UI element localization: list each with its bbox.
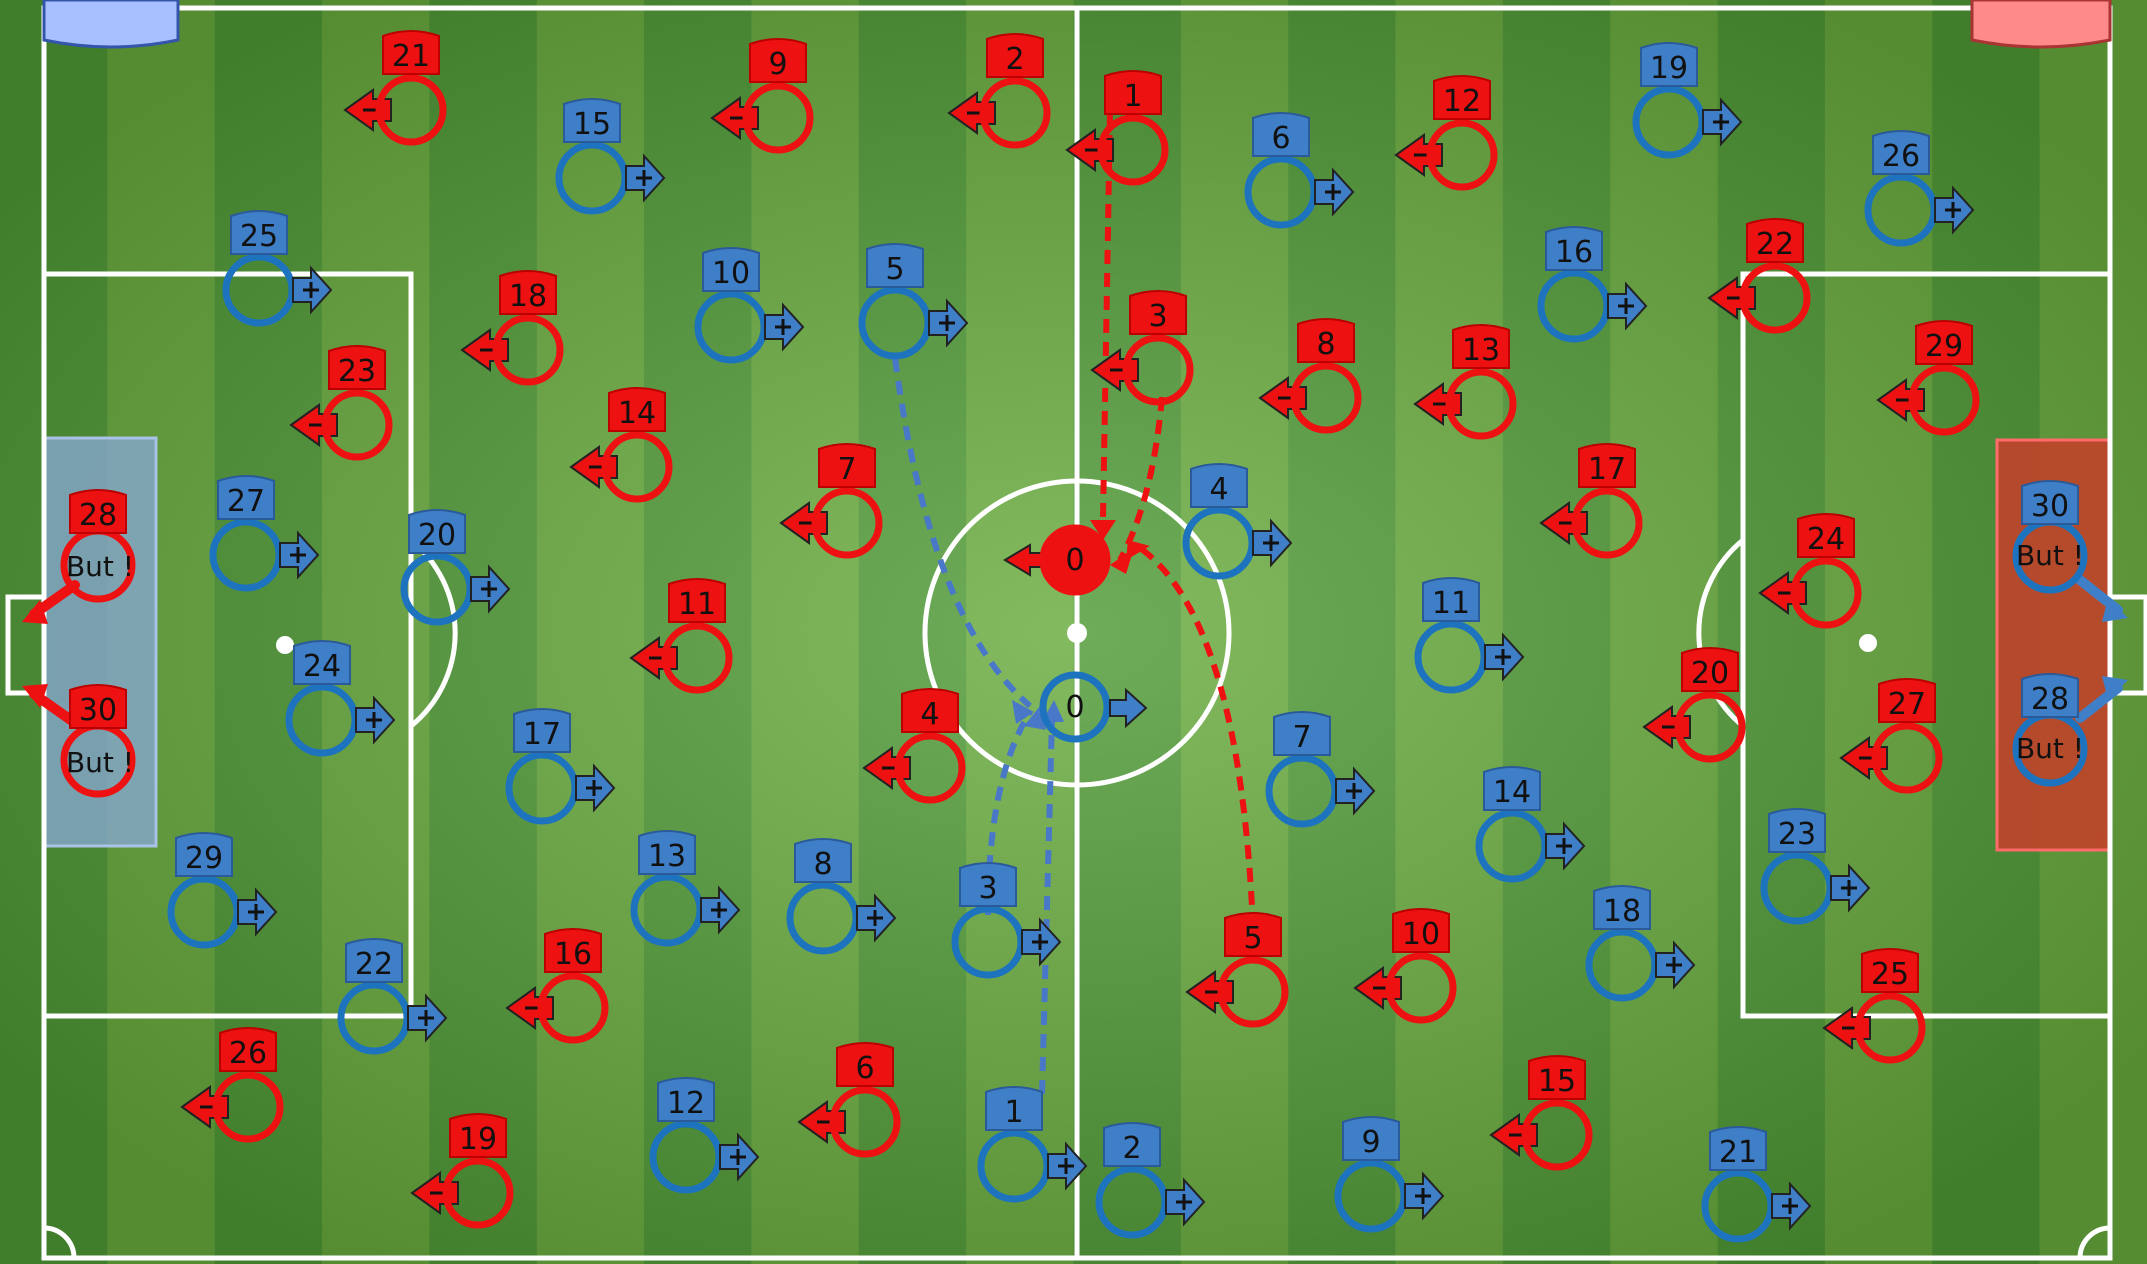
player-number: 18 bbox=[509, 279, 547, 314]
right-penalty-spot bbox=[1859, 634, 1877, 652]
player-number: 8 bbox=[1316, 327, 1335, 362]
goal-label: But ! bbox=[2016, 539, 2084, 572]
player-number: 22 bbox=[1756, 227, 1794, 262]
player-number: 20 bbox=[418, 518, 456, 553]
player-number: 10 bbox=[712, 256, 750, 291]
player-number: 3 bbox=[978, 871, 997, 906]
player-number: 30 bbox=[79, 693, 117, 728]
player-number: 4 bbox=[920, 697, 939, 732]
player-number: 22 bbox=[355, 947, 393, 982]
player-number: 25 bbox=[1871, 957, 1909, 992]
player-number: 15 bbox=[573, 107, 611, 142]
player-number: 17 bbox=[523, 717, 561, 752]
player-number: 8 bbox=[813, 847, 832, 882]
player-number: 7 bbox=[837, 452, 856, 487]
player-number: 12 bbox=[667, 1086, 705, 1121]
player-number: 18 bbox=[1603, 894, 1641, 929]
blue-team-badge-icon bbox=[44, 0, 178, 47]
player-number: 27 bbox=[1888, 687, 1926, 722]
goal-label: But ! bbox=[2016, 732, 2084, 765]
blue-ball-number: 0 bbox=[1065, 690, 1084, 725]
player-number: 19 bbox=[459, 1122, 497, 1157]
player-number: 14 bbox=[1493, 775, 1531, 810]
player-number: 7 bbox=[1292, 720, 1311, 755]
player-number: 17 bbox=[1588, 452, 1626, 487]
player-number: 2 bbox=[1122, 1131, 1141, 1166]
center-spot bbox=[1067, 623, 1087, 643]
red-ball-number: 0 bbox=[1065, 543, 1084, 578]
player-number: 11 bbox=[678, 587, 716, 622]
player-number: 16 bbox=[1555, 235, 1593, 270]
player-number: 23 bbox=[1778, 817, 1816, 852]
goal-label: But ! bbox=[66, 746, 134, 779]
player-number: 10 bbox=[1402, 917, 1440, 952]
player-number: 1 bbox=[1004, 1095, 1023, 1130]
player-number: 6 bbox=[855, 1051, 874, 1086]
player-number: 24 bbox=[1807, 522, 1845, 557]
player-number: 30 bbox=[2031, 489, 2069, 524]
red-team-badge-icon bbox=[1972, 0, 2110, 47]
player-number: 25 bbox=[240, 219, 278, 254]
player-number: 28 bbox=[2031, 682, 2069, 717]
player-number: 21 bbox=[1719, 1135, 1757, 1170]
player-number: 26 bbox=[229, 1036, 267, 1071]
player-number: 9 bbox=[768, 47, 787, 82]
player-number: 4 bbox=[1209, 472, 1228, 507]
player-number: 6 bbox=[1271, 121, 1290, 156]
player-number: 29 bbox=[1925, 329, 1963, 364]
goal-label: But ! bbox=[66, 550, 134, 583]
player-number: 28 bbox=[79, 498, 117, 533]
player-number: 19 bbox=[1650, 51, 1688, 86]
player-number: 24 bbox=[303, 649, 341, 684]
player-number: 1 bbox=[1123, 79, 1142, 114]
player-number: 15 bbox=[1538, 1064, 1576, 1099]
player-number: 14 bbox=[618, 396, 656, 431]
player-number: 9 bbox=[1361, 1125, 1380, 1160]
player-number: 5 bbox=[1243, 921, 1262, 956]
player-number: 5 bbox=[885, 252, 904, 287]
player-number: 20 bbox=[1691, 656, 1729, 691]
player-number: 12 bbox=[1443, 84, 1481, 119]
player-number: 13 bbox=[648, 839, 686, 874]
player-number: 11 bbox=[1432, 586, 1470, 621]
player-number: 3 bbox=[1148, 299, 1167, 334]
player-number: 13 bbox=[1462, 333, 1500, 368]
player-number: 23 bbox=[338, 354, 376, 389]
player-number: 26 bbox=[1882, 139, 1920, 174]
left-penalty-spot bbox=[276, 636, 294, 654]
player-number: 21 bbox=[392, 39, 430, 74]
player-number: 29 bbox=[185, 841, 223, 876]
player-number: 16 bbox=[554, 937, 592, 972]
player-number: 27 bbox=[227, 484, 265, 519]
player-number: 2 bbox=[1005, 42, 1024, 77]
